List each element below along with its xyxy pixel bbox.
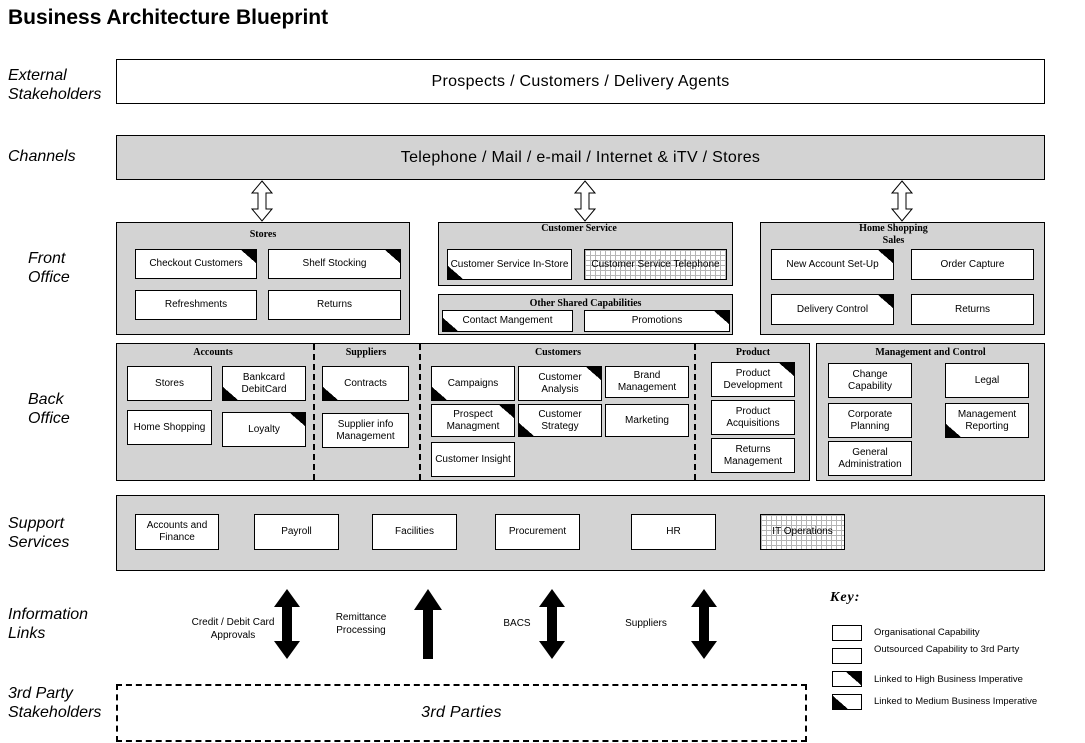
capability-loyalty: Loyalty <box>222 412 306 447</box>
key-high-imperative-label: Linked to High Business Imperative <box>874 674 1023 685</box>
capability-accounts-and-finance: Accounts and Finance <box>135 514 219 550</box>
link-label-suppliers: Suppliers <box>625 618 667 629</box>
capability-marketing: Marketing <box>605 404 689 437</box>
capability-hr: HR <box>631 514 716 550</box>
row-label-channels: Channels <box>8 148 76 165</box>
capability-returns-management: Returns Management <box>711 438 795 473</box>
capability-customer-insight: Customer Insight <box>431 442 515 477</box>
capability-returns-home: Returns <box>911 294 1034 325</box>
capability-checkout-customers: Checkout Customers <box>135 249 257 279</box>
bidirectional-arrow-icon-3 <box>691 589 717 659</box>
key-outsourced-label: Outsourced Capability to 3rd Party <box>874 644 1020 655</box>
home-shopping-sales-panel-title: Home Shopping Sales <box>859 223 928 246</box>
row-label-front-office: Front Office <box>28 250 70 286</box>
key-organisational-swatch <box>832 625 862 641</box>
customer-service-panel-title: Customer Service <box>541 223 617 234</box>
accounts-section-title: Accounts <box>193 347 233 358</box>
support-services-panel: Accounts and Finance Payroll Facilities … <box>116 495 1045 571</box>
key-high-imperative-swatch <box>832 671 862 687</box>
row-label-back-office: Back Office <box>28 391 70 427</box>
product-section-title: Product <box>735 347 771 358</box>
channels-text: Telephone / Mail / e-mail / Internet & i… <box>400 148 761 166</box>
capability-customer-service-telephone: Customer Service Telephone <box>584 249 727 280</box>
back-office-divider-2 <box>419 344 421 480</box>
channel-connector-icon-3 <box>890 180 914 222</box>
capability-product-acquisitions: Product Acquisitions <box>711 400 795 435</box>
key-organisational-label: Organisational Capability <box>874 627 980 638</box>
external-stakeholders-text: Prospects / Customers / Delivery Agents <box>431 72 730 90</box>
home-shopping-sales-panel: Home Shopping Sales New Account Set-Up O… <box>760 222 1045 335</box>
channel-connector-icon-1 <box>250 180 274 222</box>
capability-contact-management: Contact Mangement <box>442 310 573 332</box>
capability-accounts-stores: Stores <box>127 366 212 401</box>
row-label-support-services: Support Services <box>8 515 70 551</box>
row-label-information-links: Information Links <box>8 606 89 642</box>
bidirectional-arrow-icon-1 <box>274 589 300 659</box>
capability-contracts: Contracts <box>322 366 409 401</box>
shared-capabilities-panel-title: Other Shared Capabilities <box>529 298 642 309</box>
capability-procurement: Procurement <box>495 514 580 550</box>
suppliers-section-title: Suppliers <box>345 347 387 358</box>
key-outsourced-swatch <box>832 648 862 664</box>
capability-product-development: Product Development <box>711 362 795 397</box>
third-parties-text: 3rd Parties <box>421 704 502 721</box>
capability-returns: Returns <box>268 290 401 320</box>
upward-arrow-icon <box>414 589 442 659</box>
external-stakeholders-band: Prospects / Customers / Delivery Agents <box>116 59 1045 104</box>
capability-bankcard-debitcard: Bankcard DebitCard <box>222 366 306 401</box>
capability-payroll: Payroll <box>254 514 339 550</box>
capability-it-operations: IT Operations <box>760 514 845 550</box>
capability-refreshments: Refreshments <box>135 290 257 320</box>
link-label-remittance-processing: Remittance Processing <box>335 612 387 636</box>
customer-service-panel: Customer Service Customer Service In-Sto… <box>438 222 733 286</box>
capability-general-administration: General Administration <box>828 441 912 476</box>
bidirectional-arrow-icon-2 <box>539 589 565 659</box>
channel-connector-icon-2 <box>573 180 597 222</box>
capability-shelf-stocking: Shelf Stocking <box>268 249 401 279</box>
link-label-card-approvals: Credit / Debit Card Approvals <box>191 617 275 641</box>
customers-section-title: Customers <box>534 347 582 358</box>
row-label-3rd-party-stakeholders: 3rd Party Stakeholders <box>8 685 102 721</box>
capability-brand-management: Brand Management <box>605 366 689 398</box>
key-medium-imperative-label: Linked to Medium Business Imperative <box>874 696 1038 707</box>
back-office-divider-3 <box>694 344 696 480</box>
third-parties-band: 3rd Parties <box>116 684 807 742</box>
capability-supplier-info-management: Supplier info Management <box>322 413 409 448</box>
capability-promotions: Promotions <box>584 310 730 332</box>
capability-corporate-planning: Corporate Planning <box>828 403 912 438</box>
capability-customer-strategy: Customer Strategy <box>518 404 602 437</box>
capability-change-capability: Change Capability <box>828 363 912 398</box>
capability-order-capture: Order Capture <box>911 249 1034 280</box>
back-office-divider-1 <box>313 344 315 480</box>
key-medium-imperative-swatch <box>832 694 862 710</box>
management-control-panel: Management and Control Change Capability… <box>816 343 1045 481</box>
page-title: Business Architecture Blueprint <box>8 6 329 29</box>
link-label-bacs: BACS <box>503 618 531 629</box>
stores-panel-title: Stores <box>249 229 277 240</box>
capability-campaigns: Campaigns <box>431 366 515 401</box>
capability-customer-analysis: Customer Analysis <box>518 366 602 401</box>
capability-new-account-set-up: New Account Set-Up <box>771 249 894 280</box>
capability-facilities: Facilities <box>372 514 457 550</box>
capability-prospect-management: Prospect Managment <box>431 404 515 437</box>
capability-accounts-home-shopping: Home Shopping <box>127 410 212 445</box>
capability-customer-service-in-store: Customer Service In-Store <box>447 249 572 280</box>
management-control-title: Management and Control <box>875 347 986 358</box>
row-label-external-stakeholders: External Stakeholders <box>8 67 102 103</box>
capability-management-reporting: Management Reporting <box>945 403 1029 438</box>
key-title: Key: <box>830 590 861 605</box>
stores-panel: Stores Checkout Customers Shelf Stocking… <box>116 222 410 335</box>
capability-delivery-control: Delivery Control <box>771 294 894 325</box>
channels-band: Telephone / Mail / e-mail / Internet & i… <box>116 135 1045 180</box>
shared-capabilities-panel: Other Shared Capabilities Contact Mangem… <box>438 294 733 335</box>
capability-legal: Legal <box>945 363 1029 398</box>
